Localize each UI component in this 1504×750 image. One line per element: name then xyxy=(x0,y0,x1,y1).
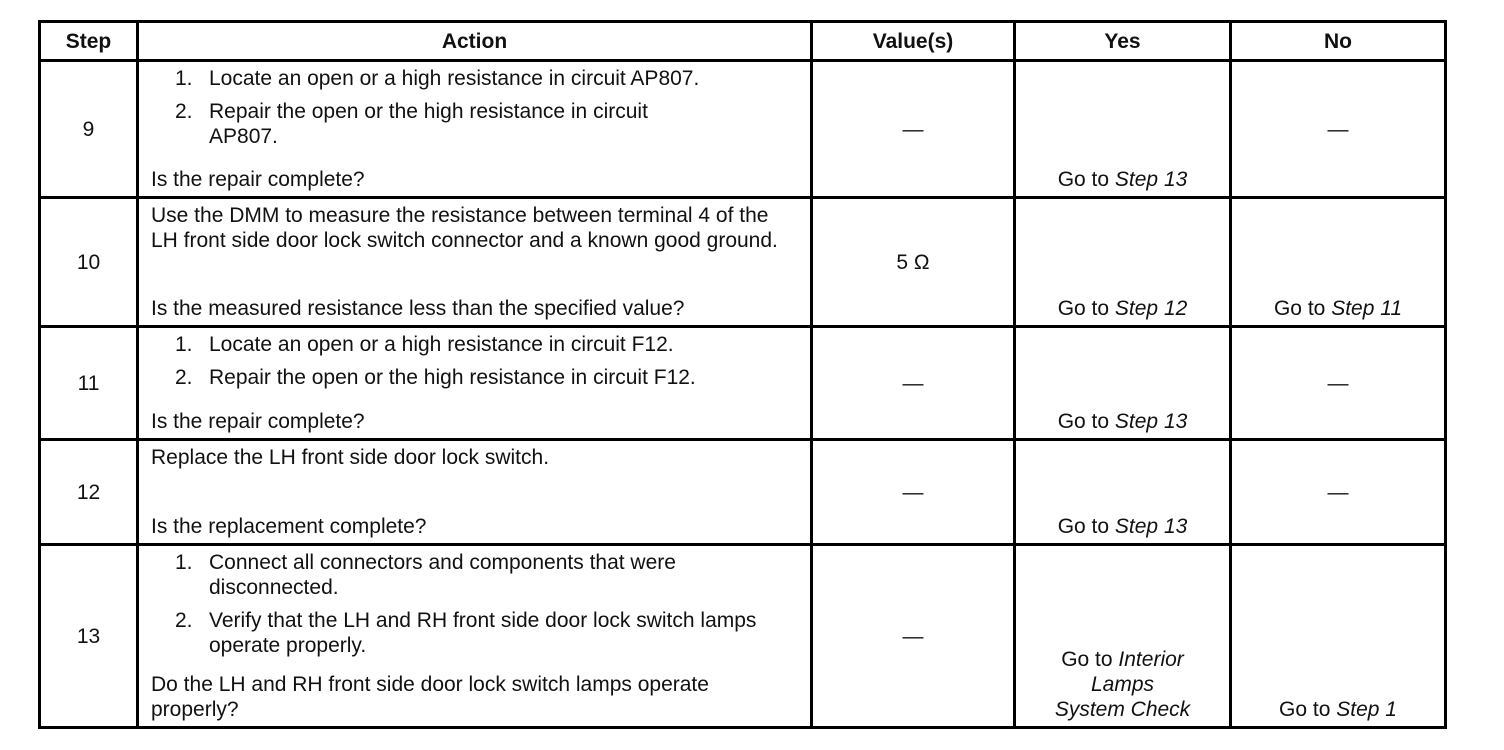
value-cell: — xyxy=(810,59,1016,199)
yes-ref-line2: Lamps xyxy=(1090,673,1155,696)
item-text: Connect all connectors and components th… xyxy=(209,551,676,599)
yes-cell: Go to Interior Lamps System Check xyxy=(1013,543,1232,729)
action-cell: 1. Locate an open or a high resistance in… xyxy=(136,325,813,441)
list-item: 2. Verify that the LH and RH front side d… xyxy=(175,608,800,658)
table-row: 12 Replace the LH front side door lock s… xyxy=(38,438,1447,546)
item-number: 1. xyxy=(175,551,193,574)
step-number: 10 xyxy=(38,196,139,328)
item-text: Repair the open or the high resistance i… xyxy=(209,366,696,389)
step-number: 11 xyxy=(38,325,139,441)
step-number: 9 xyxy=(38,59,139,199)
no-cell: — xyxy=(1229,59,1447,199)
yes-ref-line1: Interior xyxy=(1118,648,1184,671)
item-text: Repair the open or the high resistance i… xyxy=(209,100,648,148)
action-cell: Use the DMM to measure the resistance be… xyxy=(136,196,813,328)
value-text: 5 Ω xyxy=(896,250,930,274)
no-step-ref: Step 11 xyxy=(1331,297,1403,320)
yes-cell: Go to Step 13 xyxy=(1013,325,1232,441)
value-cell: 5 Ω xyxy=(810,196,1016,328)
yes-step-ref: Step 13 xyxy=(1114,168,1188,191)
value-cell: — xyxy=(810,438,1016,546)
item-text: Locate an open or a high resistance in c… xyxy=(209,333,674,356)
item-text: Locate an open or a high resistance in c… xyxy=(209,67,700,90)
item-number: 2. xyxy=(175,366,193,389)
value-dash: — xyxy=(902,480,924,504)
question-text: Is the repair complete? xyxy=(151,168,365,191)
table-row: 13 1. Connect all connectors and componen… xyxy=(38,543,1447,729)
value-dash: — xyxy=(902,624,924,648)
no-dash: — xyxy=(1327,371,1349,395)
list-item: 1. Locate an open or a high resistance in… xyxy=(175,332,800,357)
header-action: Action xyxy=(136,20,813,62)
header-no: No xyxy=(1229,20,1447,62)
step-number: 12 xyxy=(38,438,139,546)
action-list: 1. Connect all connectors and components … xyxy=(151,550,800,666)
header-step: Step xyxy=(38,20,139,62)
header-yes: Yes xyxy=(1013,20,1232,62)
value-dash: — xyxy=(902,371,924,395)
yes-prefix: Go to xyxy=(1057,168,1110,191)
item-number: 1. xyxy=(175,67,193,90)
no-cell: Go to Step 1 xyxy=(1229,543,1447,729)
question-text: Do the LH and RH front side door lock sw… xyxy=(151,673,709,721)
value-cell: — xyxy=(810,325,1016,441)
no-prefix: Go to xyxy=(1273,297,1326,320)
list-item: 1. Locate an open or a high resistance in… xyxy=(175,66,800,91)
yes-cell: Go to Step 12 xyxy=(1013,196,1232,328)
header-row: Step Action Value(s) Yes No xyxy=(38,20,1447,62)
yes-step-ref: Step 13 xyxy=(1114,515,1188,538)
action-cell: 1. Connect all connectors and components … xyxy=(136,543,813,729)
item-text: Verify that the LH and RH front side doo… xyxy=(209,609,757,657)
value-dash: — xyxy=(902,117,924,141)
table-row: 9 1. Locate an open or a high resistance … xyxy=(38,59,1447,199)
yes-cell: Go to Step 13 xyxy=(1013,59,1232,199)
table-row: 10 Use the DMM to measure the resistance… xyxy=(38,196,1447,328)
action-cell: 1. Locate an open or a high resistance in… xyxy=(136,59,813,199)
yes-prefix: Go to xyxy=(1061,648,1113,671)
list-item: 2. Repair the open or the high resistance… xyxy=(175,99,675,149)
action-list: 1. Locate an open or a high resistance in… xyxy=(151,66,800,157)
step-number: 13 xyxy=(38,543,139,729)
item-number: 2. xyxy=(175,100,193,123)
yes-prefix: Go to xyxy=(1057,297,1110,320)
question-text: Is the repair complete? xyxy=(151,410,365,433)
action-paragraph: Replace the LH front side door lock swit… xyxy=(151,446,550,469)
yes-step-ref: Step 13 xyxy=(1114,410,1188,433)
yes-ref-line3: System Check xyxy=(1054,698,1191,721)
item-number: 1. xyxy=(175,333,193,356)
list-item: 1. Connect all connectors and components … xyxy=(175,550,795,600)
list-item: 2. Repair the open or the high resistance… xyxy=(175,365,800,390)
diagnostic-table: Step Action Value(s) Yes No 9 1. Locate a… xyxy=(38,20,1447,729)
no-step-ref: Step 1 xyxy=(1336,698,1397,721)
action-cell: Replace the LH front side door lock swit… xyxy=(136,438,813,546)
yes-prefix: Go to xyxy=(1057,410,1110,433)
yes-step-ref: Step 12 xyxy=(1114,297,1188,320)
question-text: Is the measured resistance less than the… xyxy=(151,297,685,320)
no-cell: Go to Step 11 xyxy=(1229,196,1447,328)
table-row: 11 1. Locate an open or a high resistance… xyxy=(38,325,1447,441)
item-number: 2. xyxy=(175,609,193,632)
yes-prefix-line: Go to Interior xyxy=(1016,647,1229,672)
action-list: 1. Locate an open or a high resistance in… xyxy=(151,332,800,398)
no-dash: — xyxy=(1327,117,1349,141)
question-text: Is the replacement complete? xyxy=(151,515,427,538)
header-values: Value(s) xyxy=(810,20,1016,62)
no-prefix: Go to xyxy=(1279,698,1331,721)
yes-prefix: Go to xyxy=(1057,515,1110,538)
yes-cell: Go to Step 13 xyxy=(1013,438,1232,546)
value-cell: — xyxy=(810,543,1016,729)
no-cell: — xyxy=(1229,438,1447,546)
no-cell: — xyxy=(1229,325,1447,441)
action-paragraph: Use the DMM to measure the resistance be… xyxy=(151,204,778,252)
no-dash: — xyxy=(1327,480,1349,504)
